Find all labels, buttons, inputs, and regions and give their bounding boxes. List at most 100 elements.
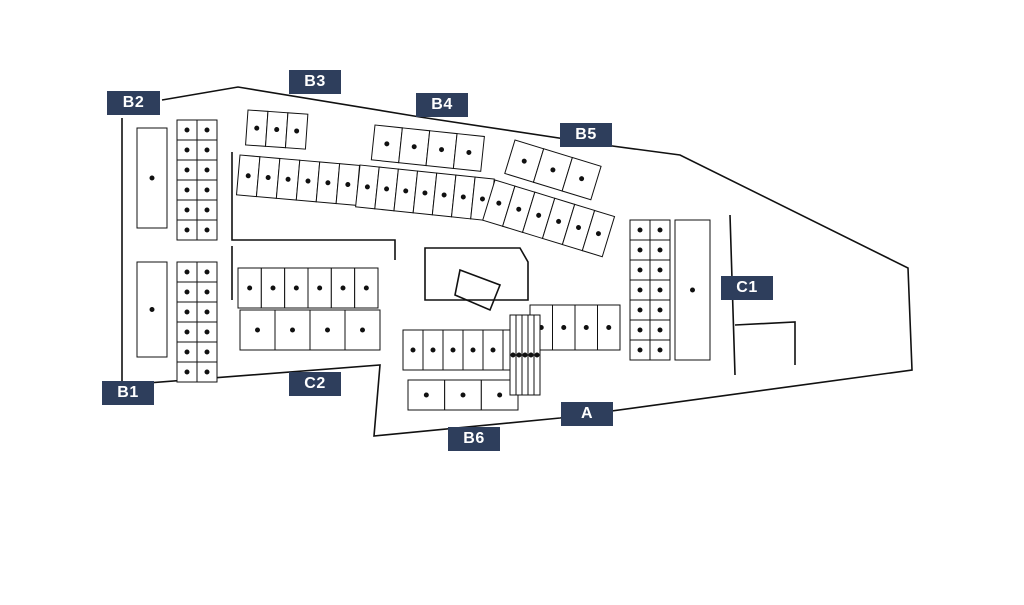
building-blocks [136,109,711,411]
unit-marker [184,167,190,173]
unit-marker [510,352,516,358]
unit-row [629,319,671,341]
unit-marker [561,325,567,330]
unit-marker [595,231,601,237]
unit-marker [184,147,190,153]
unit-row [176,159,218,181]
unit-marker [363,285,369,291]
unit-marker [657,267,663,273]
unit-marker [184,207,190,213]
unit-row [176,139,218,161]
unit [309,309,346,351]
unit-marker [274,127,280,133]
unit-row [176,199,218,221]
unit-marker [637,307,643,313]
unit-marker [657,327,663,333]
unit-marker [522,352,528,358]
unit-marker [204,147,210,153]
unit-marker [204,369,210,375]
unit-row [176,361,218,383]
unit-marker [657,247,663,253]
unit-marker [384,186,390,192]
unit-marker [490,347,496,353]
unit-marker [204,289,210,295]
unit-row [235,154,361,206]
unit-row [370,124,485,172]
unit-marker [528,352,534,358]
unit-marker [345,182,351,188]
unit-marker [270,285,276,291]
unit-marker [606,325,612,330]
unit-marker [536,212,542,218]
unit-marker [265,175,271,181]
unit-marker [184,369,190,375]
building-label-b2[interactable]: B2 [107,91,160,115]
unit-row [402,329,524,371]
unit-marker [422,190,428,196]
unit-marker [285,176,291,182]
unit-row [355,164,495,222]
unit-row [509,314,541,396]
unit-row [136,127,168,229]
unit-marker [384,141,390,147]
unit-marker [184,269,190,275]
unit-marker [411,144,417,150]
unit-row [245,109,309,150]
unit-marker [254,125,260,131]
building-label-b3[interactable]: B3 [289,70,341,94]
unit-row [629,279,671,301]
unit-marker [317,285,323,291]
unit-marker [325,327,330,333]
unit-marker [637,347,643,353]
unit-marker [360,327,365,333]
unit-row [136,261,168,358]
unit-marker [204,227,210,233]
unit-marker [637,327,643,333]
building-label-b1[interactable]: B1 [102,381,154,405]
unit-marker [403,188,409,194]
building-label-a[interactable]: A [561,402,613,426]
unit-marker [290,327,295,333]
unit-marker [184,309,190,315]
building-label-b4[interactable]: B4 [416,93,468,117]
unit-marker [184,187,190,193]
unit-marker [184,349,190,355]
unit-row [176,301,218,323]
unit-marker [516,352,522,358]
unit-marker [204,329,210,335]
unit-marker [340,285,346,291]
unit-marker [184,127,190,133]
site-boundary [121,86,913,437]
unit-row [176,179,218,201]
unit-marker [497,392,503,398]
unit-row [176,119,218,141]
unit-marker [637,287,643,293]
unit-marker [583,325,589,330]
unit-marker [204,309,210,315]
building-label-b5[interactable]: B5 [560,123,612,147]
unit-marker [204,187,210,193]
unit-marker [149,307,155,312]
unit-marker [496,200,502,206]
unit-marker [204,167,210,173]
unit-marker [204,127,210,133]
unit-row [482,179,616,258]
building-label-c2[interactable]: C2 [289,372,341,396]
unit-marker [479,196,485,202]
unit-marker [149,175,155,181]
unit-row [239,309,381,351]
building-label-b6[interactable]: B6 [448,427,500,451]
unit-marker [294,128,300,134]
unit-marker [410,347,416,353]
unit-marker [184,289,190,295]
unit-marker [657,307,663,313]
unit-row [629,299,671,321]
unit-row [176,341,218,363]
unit-marker [364,184,370,190]
unit-marker [460,194,466,200]
unit-marker [255,327,260,333]
unit-row [674,219,711,361]
building-label-c1[interactable]: C1 [721,276,773,300]
unit-row [504,139,602,201]
